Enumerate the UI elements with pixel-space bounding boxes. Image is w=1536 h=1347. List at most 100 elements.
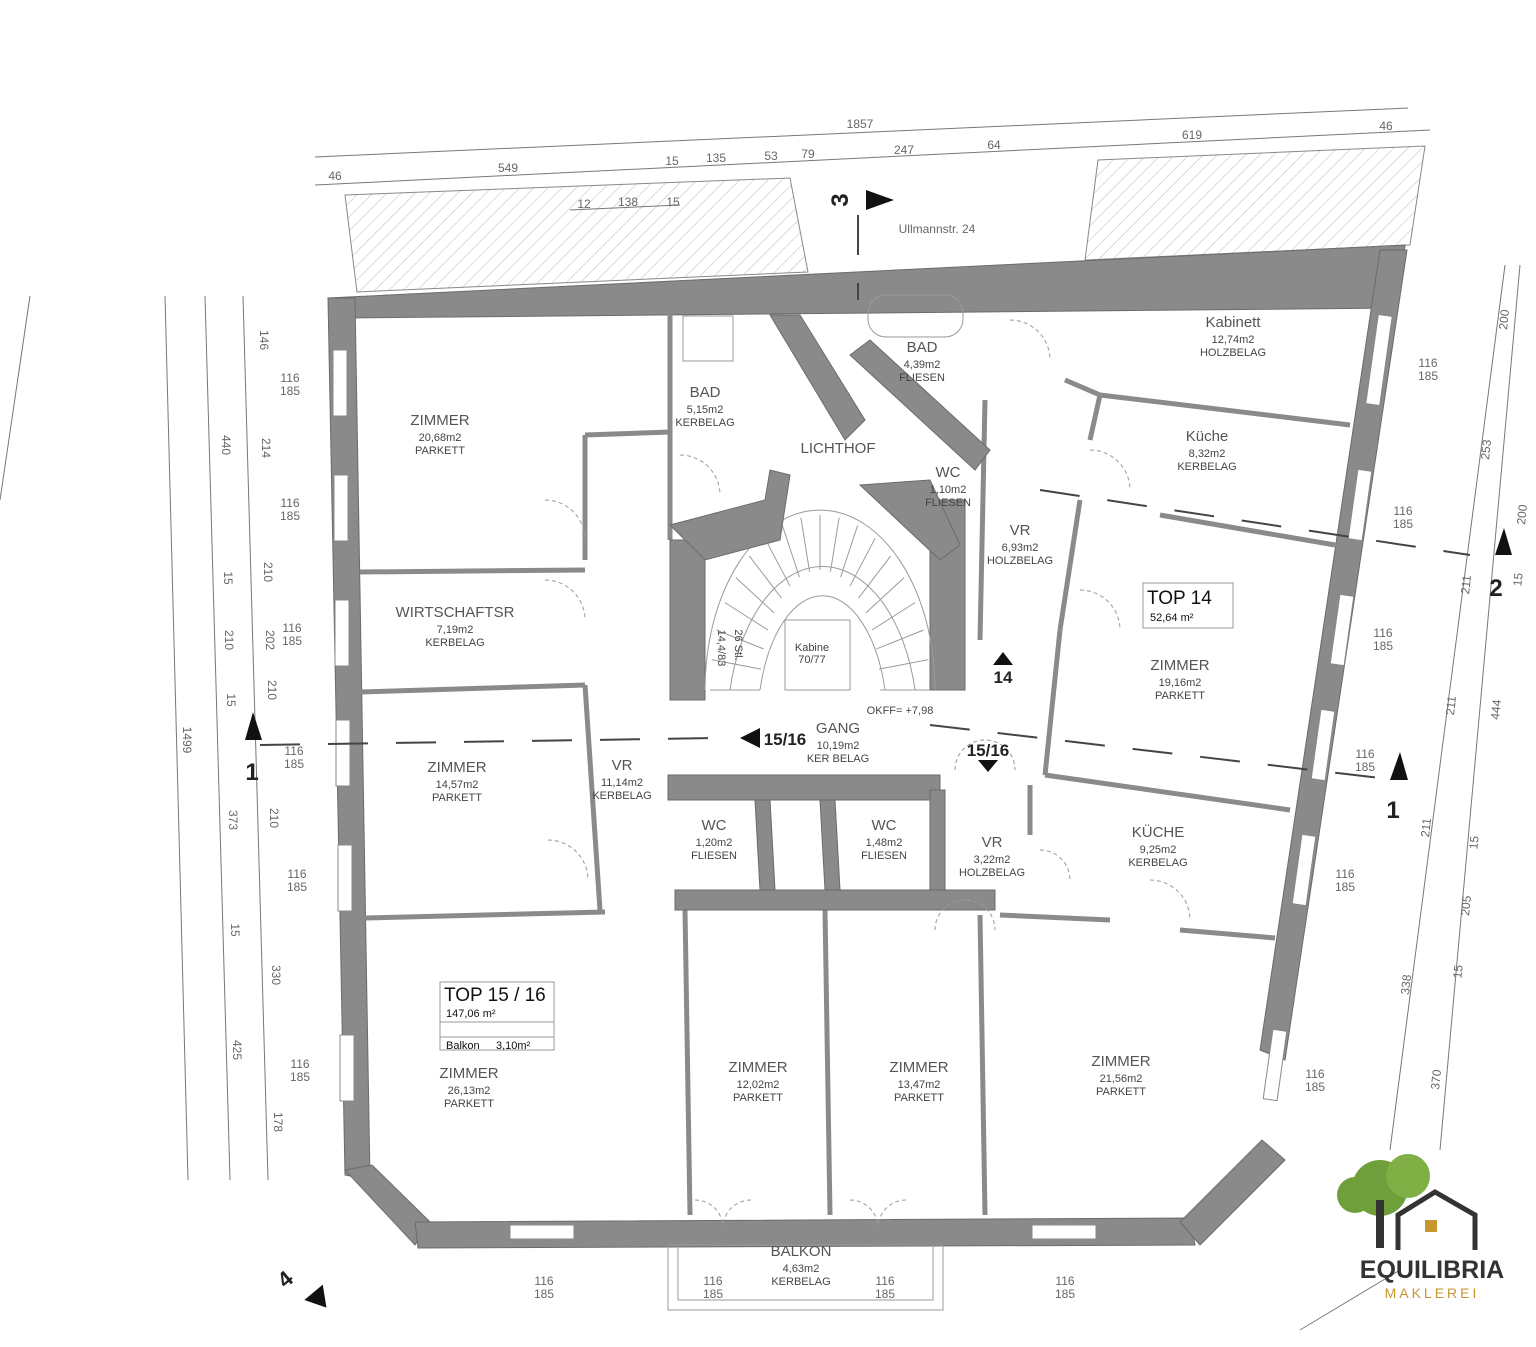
room-floor: FLIESEN [691,850,737,862]
svg-text:15: 15 [221,571,235,585]
svg-text:2: 2 [1489,575,1502,602]
room-name: Küche [1186,428,1229,445]
svg-text:TOP 15 / 16: TOP 15 / 16 [444,985,546,1006]
window-height: 185 [290,1070,310,1084]
room-floor: PARKETT [894,1092,944,1104]
svg-text:1857: 1857 [847,117,874,131]
svg-text:247: 247 [894,143,914,157]
stair-treads [710,515,930,691]
svg-text:15/16: 15/16 [967,741,1010,760]
svg-text:1499: 1499 [180,727,194,754]
shower-tray [682,315,734,362]
stair-tread [748,555,782,599]
neighbour-building-left [344,177,809,293]
room-floor: FLIESEN [861,850,907,862]
lift-size: 70/77 [798,654,826,666]
section-marker-4: 4 [272,1265,327,1308]
window-width: 116 [290,1057,309,1071]
room-name: ZIMMER [427,759,486,776]
stair-tread [800,517,811,572]
room-floor: PARKETT [1155,690,1205,702]
svg-text:202: 202 [263,630,277,650]
room-area: 20,68m2 [419,432,462,444]
room-name: VR [612,757,633,774]
room-floor: HOLZBELAG [959,867,1025,879]
stair-tread [829,517,840,572]
svg-text:64: 64 [987,138,1001,152]
window-width: 116 [1373,626,1392,640]
svg-text:15: 15 [666,195,680,209]
bathtub [867,294,964,338]
svg-text:4: 4 [272,1265,298,1293]
stair-core [667,499,996,911]
svg-text:370: 370 [1428,1069,1444,1091]
room-area: 5,15m2 [687,404,724,416]
top1516-box: TOP 15 / 16 147,06 m² Balkon 3,10m² [439,981,555,1052]
stair-tread [876,629,924,650]
window-width: 116 [1393,504,1412,518]
room-name: WC [936,464,961,481]
window-height: 185 [280,509,300,523]
room-area: 19,16m2 [1159,677,1202,689]
room-floor: KERBELAG [675,417,734,429]
window-height: 185 [280,384,300,398]
svg-text:52,64 m²: 52,64 m² [1150,612,1194,624]
svg-text:12: 12 [577,197,591,211]
section-marker-3: 3 [827,190,894,210]
svg-text:15: 15 [1450,964,1465,979]
company-logo: EQUILIBRIA MAKLEREI [1337,1154,1504,1301]
svg-text:15: 15 [228,923,242,937]
window-width: 116 [1418,356,1437,370]
svg-text:444: 444 [1488,699,1504,721]
room-floor: KERBELAG [771,1276,830,1288]
window-height: 185 [1355,760,1375,774]
room-area: 6,93m2 [1002,542,1039,554]
bottom-windows [509,1224,1097,1240]
window-width: 116 [1055,1274,1074,1288]
window-height: 185 [284,757,304,771]
stair-tread [781,525,800,578]
svg-text:338: 338 [1398,974,1414,996]
svg-text:15: 15 [1466,835,1481,850]
house-icon [1395,1189,1478,1250]
stair-tread [840,525,859,578]
room-area: 21,56m2 [1100,1073,1143,1085]
window-width: 116 [1305,1067,1324,1081]
room-floor: PARKETT [444,1098,494,1110]
street-address: Ullmannstr. 24 [899,222,976,236]
room-name: ZIMMER [410,412,469,429]
left-dimension-lines [0,295,269,1181]
svg-text:1: 1 [245,759,258,786]
room-floor: PARKETT [415,445,465,457]
stair-tread [711,659,762,670]
section-lines [259,215,1471,779]
window-width: 116 [280,496,299,510]
room-floor: FLIESEN [899,372,945,384]
room-area: 26,13m2 [448,1085,491,1097]
right-windows [1262,313,1393,1102]
svg-text:200: 200 [1514,504,1530,526]
room-area: 1,10m2 [930,484,967,496]
stair-tread [764,538,791,587]
window-height: 185 [534,1287,554,1301]
room-name: WC [702,817,727,834]
svg-text:210: 210 [261,562,275,582]
window-height: 185 [1418,369,1438,383]
entry-marker-14: 14 [993,652,1013,687]
window-width: 116 [875,1274,894,1288]
section-marker-1-right: 1 [1386,752,1408,824]
room-floor: PARKETT [1096,1086,1146,1098]
